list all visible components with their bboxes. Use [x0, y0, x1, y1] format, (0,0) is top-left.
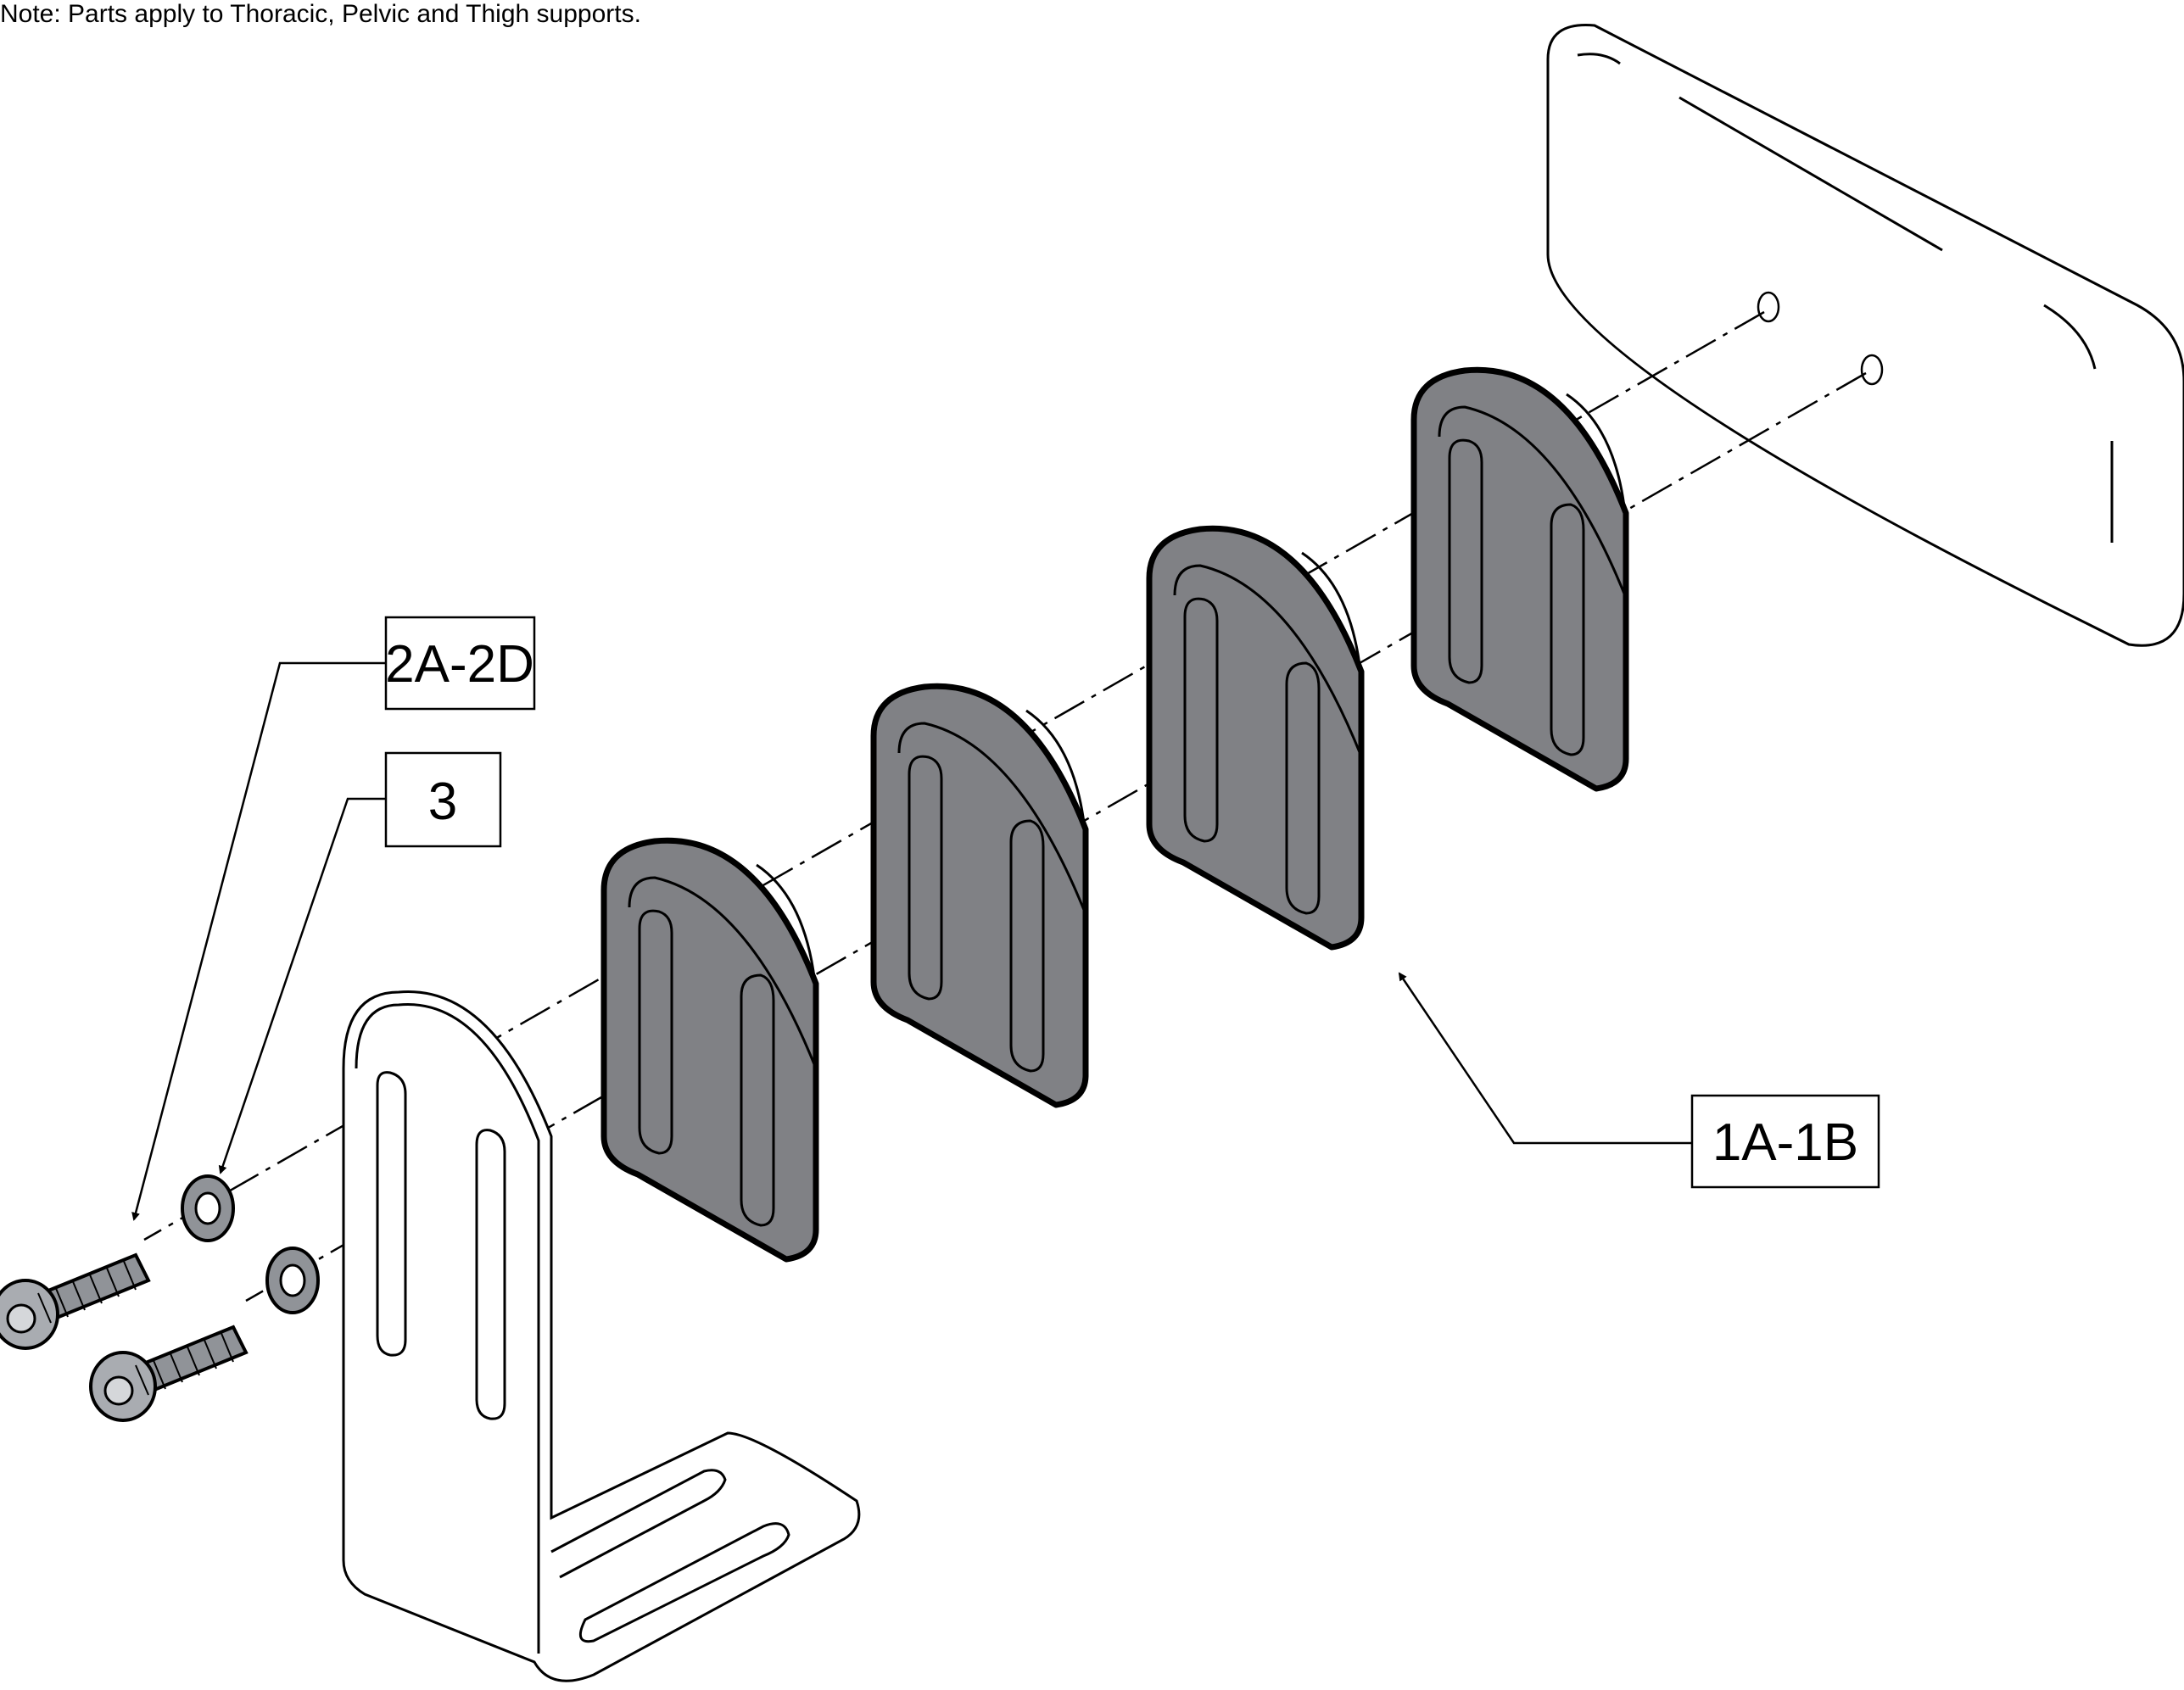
- callout-label-2a-2d: 2A-2D: [385, 635, 534, 694]
- callout-label-3: 3: [428, 772, 457, 831]
- leader-lines: [131, 661, 1692, 1221]
- callout-2a-2d: 2A-2D: [384, 616, 536, 711]
- bolt-lower: [89, 1325, 248, 1422]
- back-pad: [1546, 24, 2184, 647]
- mounting-bracket: [342, 990, 861, 1682]
- spacer-1: [604, 840, 816, 1259]
- washer-upper: [181, 1174, 235, 1242]
- washer-lower: [265, 1247, 320, 1314]
- spacer-3: [1149, 528, 1361, 947]
- diagram-note: Note: Parts apply to Thoracic, Pelvic an…: [0, 0, 641, 28]
- callout-label-1a-1b: 1A-1B: [1712, 1113, 1858, 1172]
- callout-3: 3: [384, 751, 502, 848]
- callout-1a-1b: 1A-1B: [1690, 1094, 1880, 1189]
- spacer-4: [1414, 370, 1626, 789]
- bolt-upper: [0, 1253, 150, 1350]
- spacer-2: [874, 686, 1086, 1105]
